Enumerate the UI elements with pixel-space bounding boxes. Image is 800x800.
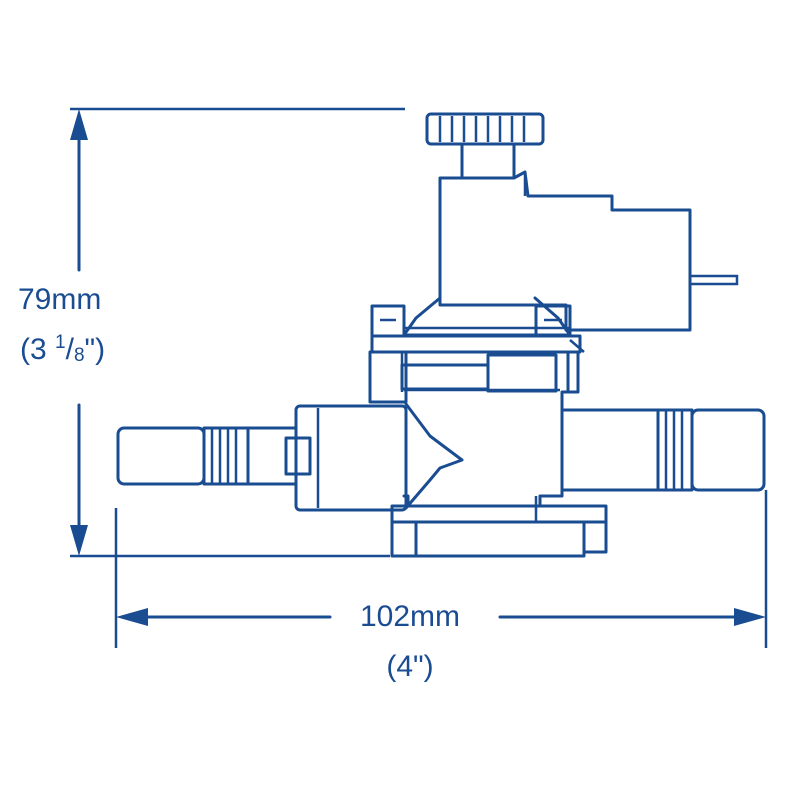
width-arrow-right: [734, 608, 766, 626]
solenoid-coil: [438, 170, 739, 332]
main-body: [400, 350, 570, 508]
height-metric-label: 79mm: [18, 283, 102, 316]
inlet-fitting: [284, 402, 464, 512]
knurled-knob: [425, 112, 545, 180]
width-extension-lines: [114, 490, 768, 648]
height-imperial-label: (3 1/8"): [20, 332, 106, 366]
width-dimension-line: [116, 608, 766, 626]
height-extension-lines: [70, 107, 405, 558]
width-arrow-left: [116, 608, 148, 626]
height-arrow-top: [70, 109, 88, 140]
width-metric-label: 102mm: [359, 600, 461, 633]
height-dimension-line: [70, 109, 88, 556]
outlet-fitting: [560, 408, 766, 492]
width-imperial-label: (4"): [386, 650, 434, 683]
left-hose-barb: [116, 426, 298, 486]
valve-outline: [116, 112, 766, 558]
height-arrow-bottom: [70, 525, 88, 556]
base-plate: [390, 496, 608, 558]
